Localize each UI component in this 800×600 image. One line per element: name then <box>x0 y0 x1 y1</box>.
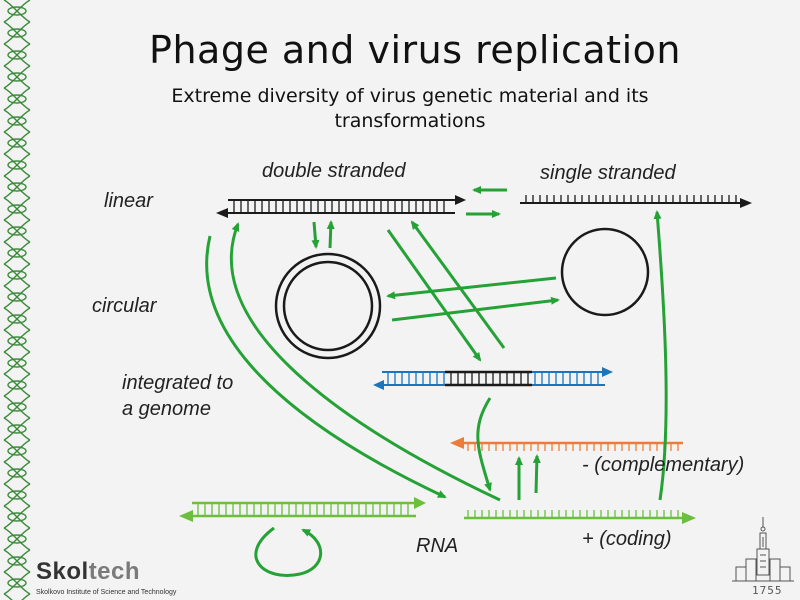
page-title: Phage and virus replication <box>149 28 681 72</box>
logo-name-part1: Skol <box>36 558 89 585</box>
label-integrated-line2: a genome <box>122 398 211 420</box>
label-circular: circular <box>92 295 157 317</box>
ss-linear-dna <box>520 195 752 208</box>
logo-name-part2: tech <box>88 558 141 585</box>
label-integrated-line1: integrated to <box>122 372 234 394</box>
logo-tagline: Skolkovo Institute of Science and Techno… <box>36 589 177 596</box>
coding-rna <box>464 510 696 524</box>
label-coding: + (coding) <box>582 528 672 550</box>
transformation-arrows <box>205 186 668 577</box>
ds-rna <box>179 497 426 522</box>
complementary-rna <box>450 437 683 451</box>
page-subtitle: Extreme diversity of virus genetic mater… <box>171 85 649 132</box>
integrated-dna <box>373 367 613 390</box>
ds-circular-dna <box>274 252 382 360</box>
moscow-university-crest-icon <box>732 517 794 582</box>
label-complementary: - (complementary) <box>582 454 745 476</box>
ds-linear-dna <box>216 195 466 218</box>
ss-circular-dna <box>560 227 650 317</box>
label-linear: linear <box>104 190 153 212</box>
dna-helix-border-icon <box>3 0 31 600</box>
crest-year: 1755 <box>752 584 783 597</box>
label-double-stranded: double stranded <box>262 160 406 182</box>
label-single-stranded: single stranded <box>540 162 676 184</box>
skoltech-logo: Skoltech Skolkovo Institute of Science a… <box>32 556 176 598</box>
label-rna: RNA <box>416 535 459 557</box>
